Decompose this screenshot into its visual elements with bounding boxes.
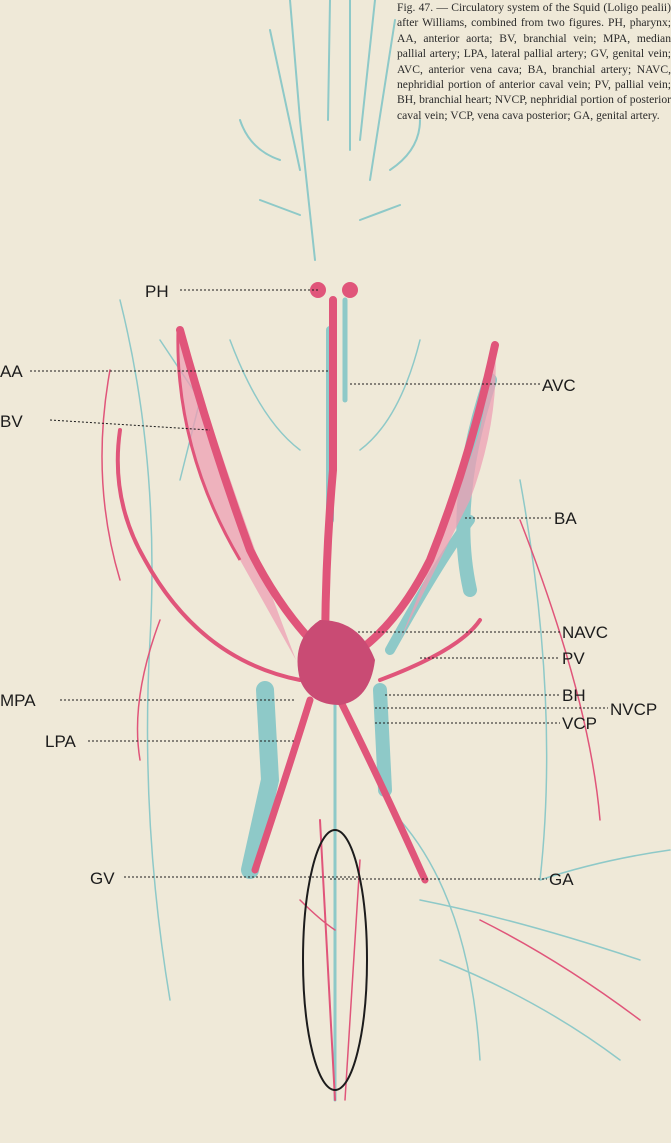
label-bh: BH <box>562 686 586 705</box>
leader-lines <box>30 290 608 879</box>
label-ba: BA <box>554 509 577 528</box>
label-avc: AVC <box>542 376 576 395</box>
label-lpa: LPA <box>45 732 77 751</box>
label-mpa: MPA <box>0 691 36 710</box>
label-nvcp: NVCP <box>610 700 657 719</box>
label-ph: PH <box>145 282 169 301</box>
label-vcp: VCP <box>562 714 597 733</box>
label-aa: AA <box>0 362 23 381</box>
venous-system <box>120 0 670 1100</box>
label-pv: PV <box>562 649 585 668</box>
label-gv: GV <box>90 869 115 888</box>
systemic-heart <box>298 620 376 705</box>
arterial-system <box>102 300 640 1100</box>
label-bv: BV <box>0 412 23 431</box>
label-ga: GA <box>549 870 574 889</box>
label-navc: NAVC <box>562 623 608 642</box>
